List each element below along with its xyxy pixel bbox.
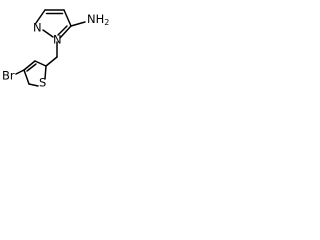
molecule-structure: NH2 N N S Br [2,9,109,90]
pyrazole-n1-label: N [53,33,62,47]
bond-c5-n1 [59,25,72,39]
amine-text: NH [87,12,104,26]
structure-canvas: NH2 N N S Br [0,0,113,100]
bond-c4-c3-double [26,63,37,72]
bromine-label: Br [2,69,15,83]
bond-n1-n2 [42,29,54,38]
bond-c5-c4 [23,69,30,85]
thiophene-s-label: S [39,76,46,90]
bond-n2-c3 [35,9,46,24]
bond-c5-amine [70,21,86,27]
pyrazole-ring [35,9,86,39]
amine-label: NH2 [87,12,109,27]
bond-s-c5 [28,83,39,87]
bond-c4-c3 [23,60,36,71]
bond-c5-n1-double [57,25,68,36]
bond-c4-br [15,69,25,75]
bond-c4-c5 [63,9,72,27]
pyrazole-n2-label: N [33,21,42,35]
bond-c3-c2 [34,60,47,67]
amine-subscript: 2 [104,18,109,27]
thiophene-ring [15,60,47,87]
bond-c2-s [44,65,47,80]
bond-ch2-thiophene [45,56,58,67]
